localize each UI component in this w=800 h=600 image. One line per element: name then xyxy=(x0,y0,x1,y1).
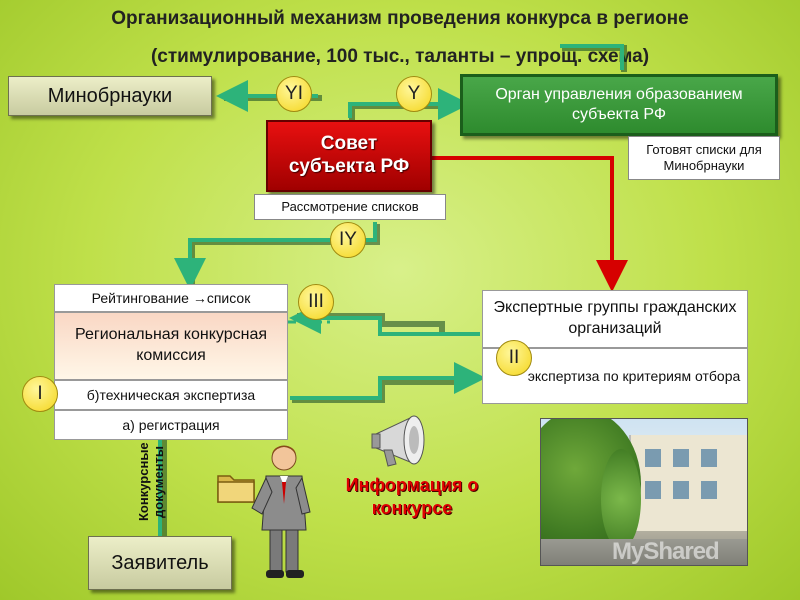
building-window xyxy=(701,449,717,467)
tech-expertise-box: б)техническая экспертиза xyxy=(54,380,288,410)
commission-box: Региональная конкурсная комиссия xyxy=(54,312,288,380)
megaphone-icon xyxy=(371,415,425,467)
authority-box: Орган управления образованием субъекта Р… xyxy=(460,74,778,136)
registration-box: а) регистрация xyxy=(54,410,288,440)
building-window xyxy=(645,481,661,499)
tree-middle xyxy=(601,449,641,549)
courtyard xyxy=(541,539,747,565)
school-building-photo xyxy=(540,418,748,566)
building-window xyxy=(645,449,661,467)
council-box: Совет субъекта РФ xyxy=(266,120,432,192)
marker-iv: IY xyxy=(330,222,366,258)
building-window xyxy=(673,481,689,499)
marker-vi: YI xyxy=(276,76,312,112)
title-line-1: Организационный механизм проведения конк… xyxy=(111,8,689,29)
marker-i: I xyxy=(22,376,58,412)
info-label: Информация о конкурсе xyxy=(345,475,479,518)
ministry-box: Минобрнауки xyxy=(8,76,212,116)
criteria-expertise-box: экспертиза по критериям отбора xyxy=(482,348,748,404)
arrow-commission-to-experts xyxy=(290,362,486,400)
review-box: Рассмотрение списков xyxy=(254,194,446,220)
expert-groups-box: Экспертные группы гражданских организаци… xyxy=(482,290,748,348)
rating-box: Рейтингование →список xyxy=(54,284,288,312)
marker-iii: III xyxy=(298,284,334,320)
folder-icon xyxy=(217,475,255,503)
marker-v: Y xyxy=(396,76,432,112)
documents-label: Конкурсные документы xyxy=(136,442,166,522)
lists-note-box: Готовят списки для Минобрнауки xyxy=(628,136,780,180)
marker-ii: II xyxy=(496,340,532,376)
building-window xyxy=(701,481,717,499)
businessman-icon xyxy=(251,445,311,578)
applicant-box: Заявитель xyxy=(88,536,232,590)
arrow-review-to-rating xyxy=(174,222,377,290)
title-line-2: (стимулирование, 100 тыс., таланты – упр… xyxy=(150,46,650,67)
arrow-authority-up xyxy=(560,44,624,70)
arrow-council-to-experts xyxy=(432,156,628,292)
arrow-experts-to-commission xyxy=(289,302,480,336)
building-window xyxy=(673,449,689,467)
watermark-text: MyShared xyxy=(612,538,720,565)
